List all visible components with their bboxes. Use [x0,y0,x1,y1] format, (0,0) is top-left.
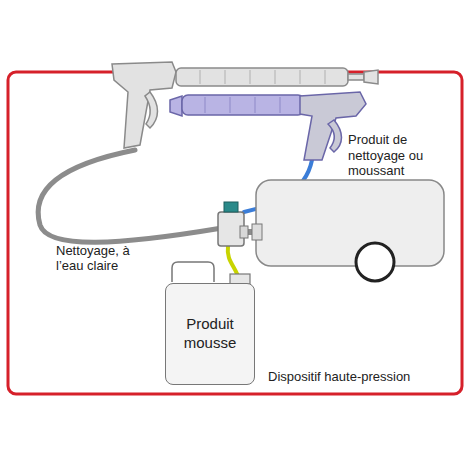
clear-water-hose [38,150,222,242]
tank-details [172,262,250,284]
t-valve [218,202,248,246]
foam-tank: Produit mousse [165,283,255,385]
pressure-washer [252,180,444,281]
callout-label: Dispositif haute-pression [268,369,448,385]
callout-label: Produit de nettoyage ou moussant [348,132,448,179]
frame-border [8,72,462,394]
foam-gun [170,92,366,160]
tank-label: Produit mousse [180,315,240,353]
callout-label: Nettoyage, à l’eau claire [56,243,154,274]
